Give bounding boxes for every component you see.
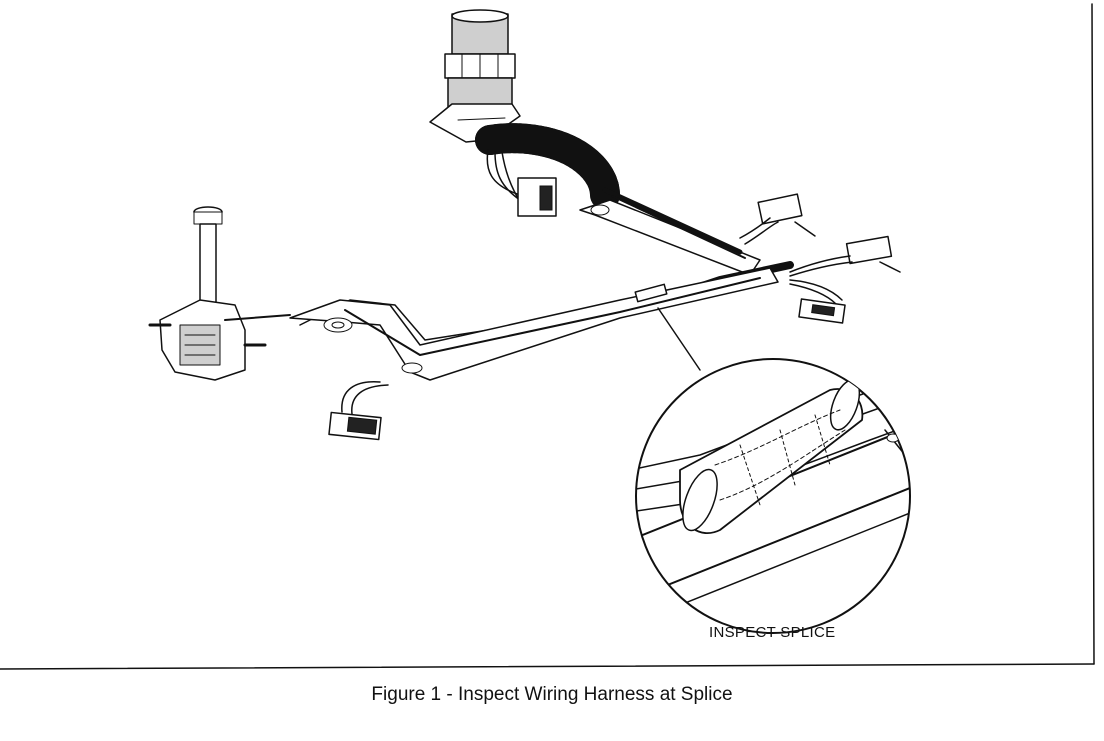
figure-border bbox=[0, 3, 1095, 670]
upper-bracket bbox=[579, 187, 761, 276]
callout-leader bbox=[657, 307, 701, 371]
top-wires bbox=[486, 149, 523, 206]
left-solenoid bbox=[148, 206, 291, 381]
magnified-splice-view bbox=[635, 358, 911, 634]
lower-bracket bbox=[289, 267, 779, 381]
corrugated-conduit bbox=[475, 123, 620, 210]
callout-label: INSPECT SPLICE bbox=[709, 624, 836, 641]
right-connector-3 bbox=[789, 279, 846, 324]
right-connector-1 bbox=[739, 193, 816, 245]
lower-left-connector bbox=[328, 381, 389, 441]
main-connector bbox=[429, 9, 521, 143]
top-small-connector bbox=[517, 177, 557, 217]
right-connector-2 bbox=[789, 235, 901, 277]
splice-marker bbox=[634, 283, 668, 303]
figure-caption: Figure 1 - Inspect Wiring Harness at Spl… bbox=[371, 684, 733, 705]
